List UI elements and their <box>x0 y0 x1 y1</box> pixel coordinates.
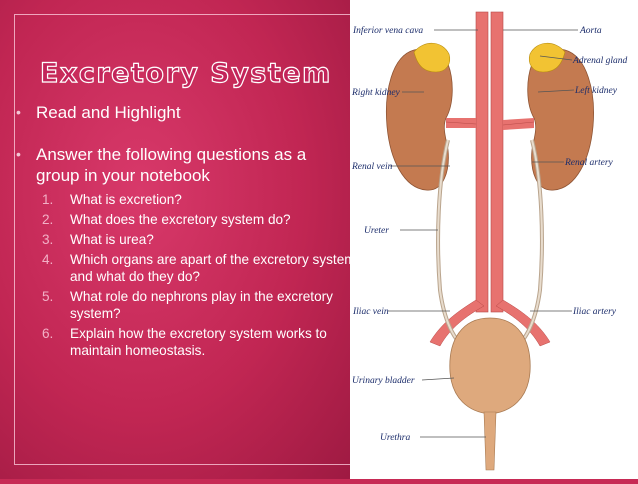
label-renal-artery: Renal artery <box>564 158 614 168</box>
label-adrenal-gland: Adrenal gland <box>572 56 628 66</box>
decorative-frame <box>14 14 374 465</box>
question-item: 6. Explain how the excretory system work… <box>36 325 350 359</box>
label-urinary-bladder: Urinary bladder <box>352 376 415 386</box>
question-text: Which organs are apart of the excretory … <box>70 252 350 284</box>
question-text: What role do nephrons play in the excret… <box>70 289 333 321</box>
label-left-kidney: Left kidney <box>574 85 618 96</box>
slide-title: Excretory System <box>39 57 332 89</box>
question-item: 2. What does the excretory system do? <box>36 211 350 228</box>
aorta-shape <box>490 11 504 313</box>
question-item: 1. What is excretion? <box>36 191 350 208</box>
question-item: 5. What role do nephrons play in the exc… <box>36 288 350 322</box>
question-number: 1. <box>42 192 54 207</box>
excretory-system-diagram: Inferior vena cava Aorta Adrenal gland R… <box>351 11 628 471</box>
question-text: What is excretion? <box>70 192 182 207</box>
bullet-list: • Read and Highlight • Answer the follow… <box>16 102 350 362</box>
slide-text-panel: Excretory System • Read and Highlight • … <box>0 0 350 479</box>
question-number: 5. <box>42 289 54 304</box>
question-number: 4. <box>42 252 54 267</box>
question-item: 4. Which organs are apart of the excreto… <box>36 251 350 285</box>
label-ureter: Ureter <box>364 226 389 236</box>
question-text: What is urea? <box>70 232 154 247</box>
label-right-kidney: Right kidney <box>351 88 401 98</box>
urethra-shape <box>483 411 497 471</box>
bullet-text: Read and Highlight <box>36 103 181 122</box>
label-aorta: Aorta <box>579 26 602 36</box>
left-iliac-vessel-shape <box>495 299 551 347</box>
question-list: 1. What is excretion? 2. What does the e… <box>36 191 350 359</box>
renal-artery-shape <box>503 118 534 130</box>
question-text: What does the excretory system do? <box>70 212 291 227</box>
question-number: 3. <box>42 232 54 247</box>
right-adrenal-gland-shape <box>413 42 451 73</box>
question-item: 3. What is urea? <box>36 231 350 248</box>
question-number: 2. <box>42 212 54 227</box>
bullet-item: • Read and Highlight <box>16 102 346 123</box>
bullet-item: • Answer the following questions as a gr… <box>16 144 350 359</box>
label-iliac-vein: Iliac vein <box>352 307 389 317</box>
right-iliac-vessel-shape <box>429 299 485 347</box>
label-renal-vein: Renal vein <box>351 162 393 172</box>
label-inferior-vena-cava: Inferior vena cava <box>352 25 423 36</box>
question-number: 6. <box>42 326 54 341</box>
bullet-text: Answer the following questions as a grou… <box>36 145 307 185</box>
bullet-dot-icon: • <box>16 104 21 120</box>
label-iliac-artery: Iliac artery <box>572 307 617 317</box>
diagram-panel: Inferior vena cava Aorta Adrenal gland R… <box>350 0 638 479</box>
left-adrenal-gland-shape <box>528 42 566 73</box>
label-urethra: Urethra <box>380 433 411 443</box>
question-text: Explain how the excretory system works t… <box>70 326 327 358</box>
bullet-dot-icon: • <box>16 146 21 162</box>
urinary-bladder-shape <box>449 317 531 415</box>
inferior-vena-cava-shape <box>475 11 489 313</box>
